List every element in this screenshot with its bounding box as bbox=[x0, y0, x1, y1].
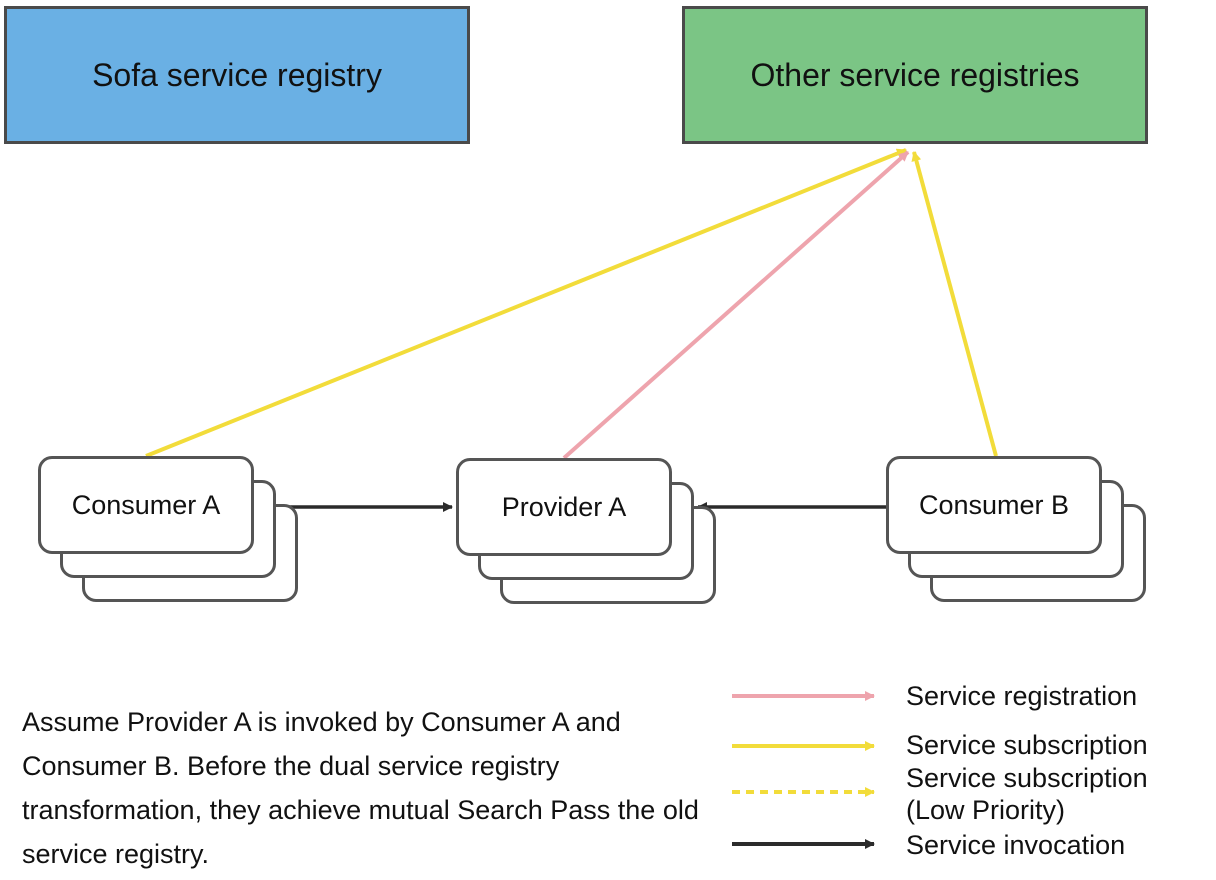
legend-subscription-low-label: Service subscription (Low Priority) bbox=[906, 762, 1148, 826]
subscription-arrow-consumer-a bbox=[145, 148, 907, 458]
legend-swatches bbox=[732, 691, 875, 849]
sofa-service-registry-box: Sofa service registry bbox=[4, 6, 470, 144]
legend-invocation-label: Service invocation bbox=[906, 830, 1126, 860]
legend-registration-label: Service registration bbox=[906, 681, 1138, 711]
consumer-a-label: Consumer A bbox=[71, 489, 221, 520]
legend-subscription-label: Service subscription bbox=[906, 730, 1148, 760]
legend-subscription-low-line2: (Low Priority) bbox=[906, 795, 1066, 825]
subscription-arrow-consumer-b bbox=[911, 151, 998, 457]
provider-a-label: Provider A bbox=[501, 491, 627, 522]
consumer-a-card: Consumer A bbox=[38, 456, 254, 554]
other-registry-label: Other service registries bbox=[750, 56, 1080, 93]
other-service-registries-box: Other service registries bbox=[682, 6, 1148, 144]
legend-subscription-low-line1: Service subscription bbox=[906, 763, 1148, 793]
provider-a-card: Provider A bbox=[456, 458, 672, 556]
consumer-b-card: Consumer B bbox=[886, 456, 1102, 554]
sofa-registry-label: Sofa service registry bbox=[92, 56, 382, 93]
consumer-b-label: Consumer B bbox=[918, 489, 1070, 520]
diagram-caption: Assume Provider A is invoked by Consumer… bbox=[22, 707, 699, 869]
registration-arrow-provider-a bbox=[562, 150, 910, 460]
